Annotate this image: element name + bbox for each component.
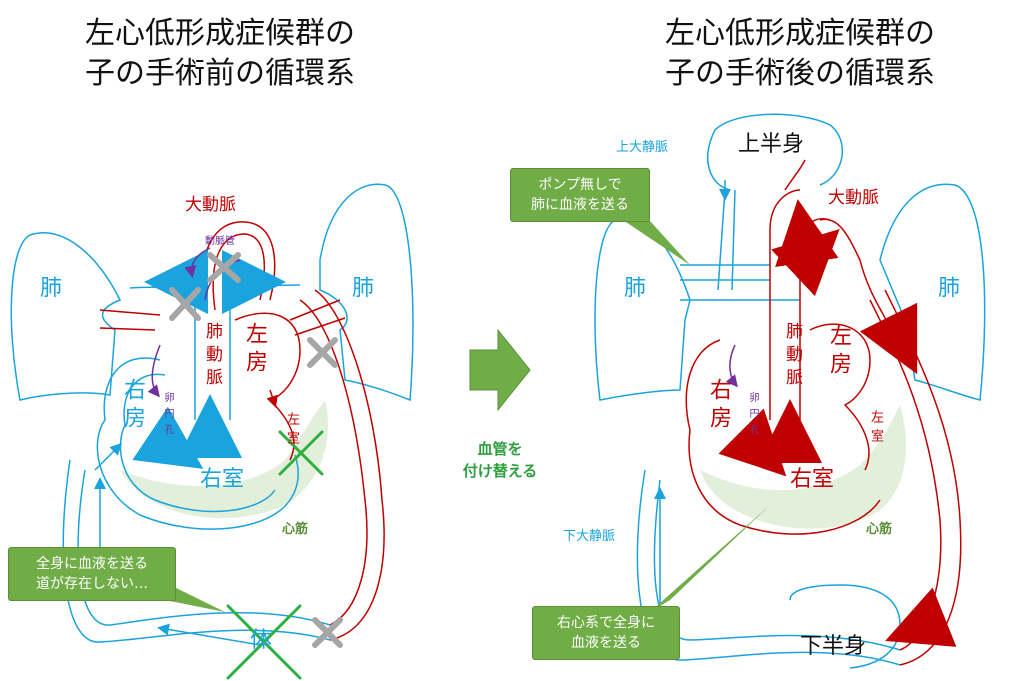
left-flow-arrow-ra <box>94 442 123 471</box>
left-title: 左心低形成症候群の 子の手術前の循環系 <box>10 14 430 94</box>
left-label-body: 体 <box>250 628 273 653</box>
right-label-svc: 上大静脈 <box>616 140 669 155</box>
right-label-foramen: 卵円孔 <box>747 392 758 440</box>
right-flow-arrow-aorta-right <box>771 229 840 297</box>
right-left-heart-outline <box>809 323 871 471</box>
right-callout-bottom-line2: 血液を送る <box>571 635 641 651</box>
right-label-lung-left: 肺 <box>624 276 647 301</box>
left-pulmonary-vein-left <box>99 309 161 331</box>
right-heart-diagram <box>594 113 986 669</box>
right-right-heart-outline <box>685 339 881 535</box>
left-flow-arrow-down <box>132 406 204 469</box>
right-ivc <box>636 469 901 666</box>
left-label-lung-left: 肺 <box>40 276 63 301</box>
right-glenn <box>680 264 800 301</box>
left-green-cross-lv <box>278 430 324 476</box>
right-label-aorta: 大動脈 <box>828 188 879 208</box>
left-label-right-atrium: 右房 <box>120 378 145 434</box>
right-label-upper-body: 上半身 <box>738 132 805 157</box>
left-flow-arrow-body <box>157 623 261 646</box>
right-title-line1: 左心低形成症候群の <box>665 16 935 51</box>
left-heart-muscle <box>120 400 329 519</box>
left-lung-left-outline <box>10 232 122 401</box>
left-left-heart-outline <box>234 312 301 461</box>
left-label-heart-muscle: 心筋 <box>282 522 309 537</box>
right-label-lower-body: 下半身 <box>800 634 867 659</box>
right-heart-muscle <box>700 405 906 529</box>
right-title: 左心低形成症候群の 子の手術後の循環系 <box>590 14 1010 94</box>
right-upper-body-outline <box>707 113 844 191</box>
right-label-left-ventricle: 左室 <box>868 410 883 448</box>
left-title-line1: 左心低形成症候群の <box>85 16 355 51</box>
left-ductus-arrow <box>184 247 211 278</box>
right-label-right-ventricle: 右室 <box>790 467 835 492</box>
right-callout-top: ポンプ無しで 肺に血液を送る <box>510 168 650 222</box>
left-label-pulmonary-artery: 肺動脈 <box>202 322 222 391</box>
right-callout-top-pointer <box>620 210 690 265</box>
left-label-foramen: 卵円孔 <box>162 392 173 440</box>
right-flow-arrow-aorta-left <box>775 199 839 268</box>
right-label-lung-right: 肺 <box>938 276 961 301</box>
left-descending-aorta <box>299 289 385 641</box>
right-callout-bottom: 右心系で全身に 血液を送る <box>532 606 680 660</box>
left-label-aorta: 大動脈 <box>185 195 236 215</box>
right-callout-bottom-line1: 右心系で全身に <box>557 615 655 631</box>
right-flow-arrow-diag <box>718 408 787 477</box>
left-label-left-atrium: 左房 <box>242 322 267 378</box>
middle-label-line1: 血管を <box>477 440 523 458</box>
right-svc <box>717 189 736 291</box>
left-green-cross-body <box>226 604 302 680</box>
right-label-pulmonary-artery: 肺動脈 <box>782 322 802 391</box>
left-callout-line2: 道が存在しない… <box>36 576 148 592</box>
middle-label-line2: 付け替える <box>462 462 538 480</box>
left-callout-pointer <box>165 585 225 612</box>
right-label-right-atrium: 右房 <box>706 378 731 434</box>
right-label-heart-muscle: 心筋 <box>866 522 893 537</box>
right-label-left-atrium: 左房 <box>826 324 851 380</box>
right-lung-right-outline <box>879 183 986 401</box>
left-lung-right-outline <box>319 183 414 402</box>
right-foramen-arrow <box>725 344 738 388</box>
right-callout-bottom-pointer <box>650 505 770 612</box>
left-la-arrow <box>266 389 278 408</box>
left-title-line2: 子の手術前の循環系 <box>85 56 355 91</box>
left-right-heart-inner <box>119 373 276 513</box>
left-label-left-ventricle: 左室 <box>284 412 299 450</box>
left-cross-mark-1 <box>207 252 241 283</box>
left-callout: 全身に血液を送る 道が存在しない… <box>8 547 176 601</box>
left-heart-diagram <box>10 183 414 680</box>
left-callout-line1: 全身に血液を送る <box>36 556 148 572</box>
left-flow-arrow-lung-right <box>221 250 286 315</box>
right-callout-top-line2: 肺に血液を送る <box>531 197 629 213</box>
left-cross-mark-2 <box>169 287 201 321</box>
left-label-right-ventricle: 右室 <box>200 467 245 492</box>
left-label-lung-right: 肺 <box>352 276 375 301</box>
left-foramen-arrow <box>147 344 161 398</box>
right-flow-arrow-lower <box>885 587 957 647</box>
left-cross-mark-3 <box>307 337 338 368</box>
left-right-heart-outline <box>96 357 300 530</box>
left-cross-mark-4 <box>312 617 343 648</box>
right-label-ivc: 下大静脈 <box>563 529 616 544</box>
left-flow-arrow-lung-left <box>144 250 209 315</box>
right-flow-arrow-desc <box>859 302 918 375</box>
right-lung-left-outline <box>594 217 691 401</box>
right-callout-top-line1: ポンプ無しで <box>538 177 622 193</box>
middle-label: 血管を 付け替える <box>445 438 555 482</box>
left-pulmonary-vein-right <box>289 299 346 336</box>
right-title-line2: 子の手術後の循環系 <box>665 56 935 91</box>
transform-arrow <box>469 328 531 412</box>
left-label-ductus: 動脈管 <box>205 236 235 247</box>
